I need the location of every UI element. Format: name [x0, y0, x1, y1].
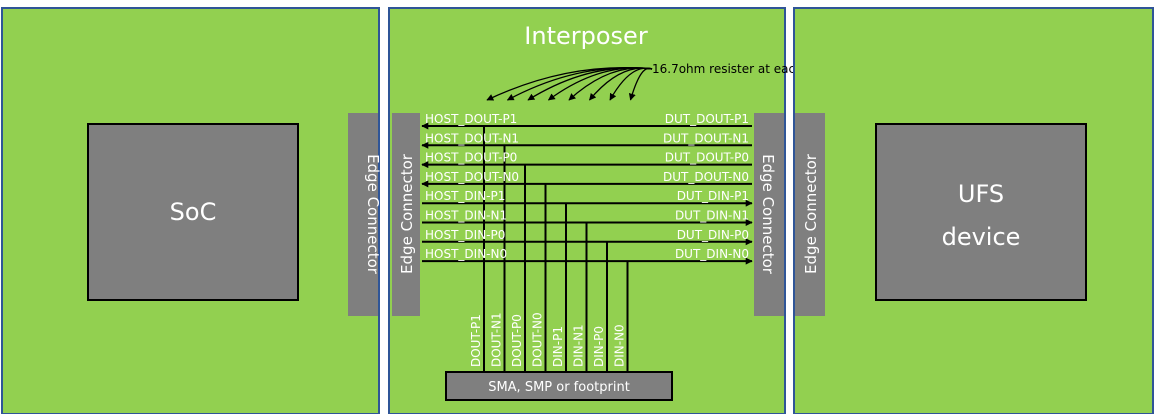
- ufs-label-line1: UFS: [958, 180, 1004, 208]
- ufs-label-line2: device: [942, 223, 1021, 251]
- sma-smp-footprint-block: [445, 371, 673, 401]
- signal-row: HOST_DOUT-P0 DUT_DOUT-P0: [421, 151, 752, 169]
- host-signal-label: HOST_DOUT-P0: [425, 151, 517, 165]
- left-edge-connector-label: Edge Connector: [364, 154, 382, 275]
- tap-label: DIN-N0: [613, 324, 627, 367]
- signal-row: HOST_DIN-N1 DUT_DIN-N1: [422, 209, 753, 226]
- interposer-title: Interposer: [524, 22, 648, 50]
- dut-signal-label: DUT_DIN-N0: [675, 247, 749, 261]
- tap-label: DIN-N1: [572, 324, 586, 367]
- host-signal-label: HOST_DOUT-N1: [425, 131, 519, 145]
- soc-label: SoC: [170, 198, 217, 226]
- right-edge-connector-label: Edge Connector: [802, 153, 820, 274]
- host-signal-label: HOST_DIN-N1: [425, 209, 507, 223]
- resistor-pointer-arrow: [628, 67, 653, 101]
- dut-signal-label: DUT_DOUT-N1: [663, 131, 749, 145]
- dut-signal-label: DUT_DIN-P0: [677, 228, 749, 242]
- ufs-device-chip: [875, 123, 1087, 301]
- sma-smp-footprint-label: SMA, SMP or footprint: [488, 380, 630, 395]
- dut-signal-label: DUT_DIN-N1: [675, 209, 749, 223]
- signal-row: HOST_DIN-P1 DUT_DIN-P1: [422, 189, 753, 207]
- interposer-left-edge-connector: [392, 113, 420, 316]
- dut-signal-label: DUT_DOUT-P0: [665, 151, 749, 165]
- dut-signal-label: DUT_DIN-P1: [677, 189, 749, 203]
- tap-labels: DOUT-P1 DOUT-N1 DOUT-P0 DOUT-N0 DIN-P1 DIN-N1…: [469, 312, 627, 367]
- tap-label: DOUT-P1: [469, 314, 483, 367]
- dut-signal-label: DUT_DOUT-N0: [663, 170, 749, 184]
- signal-row: HOST_DOUT-N0 DUT_DOUT-N0: [421, 170, 752, 188]
- right-edge-connector: [795, 113, 825, 316]
- host-signal-label: HOST_DIN-N0: [425, 247, 507, 261]
- signal-row: HOST_DOUT-N1 DUT_DOUT-N1: [421, 131, 752, 149]
- interposer-left-edge-connector-label: Edge Connector: [398, 153, 416, 274]
- host-signal-label: HOST_DOUT-N0: [425, 170, 519, 184]
- tap-label: DOUT-N0: [531, 312, 545, 367]
- tap-label: DIN-P1: [551, 326, 565, 367]
- signal-row: HOST_DOUT-P1 DUT_DOUT-P1: [421, 112, 752, 130]
- signal-row: HOST_DIN-N0 DUT_DIN-N0: [422, 247, 753, 265]
- tap-label: DOUT-P0: [510, 314, 524, 367]
- interposer-right-edge-connector: [754, 113, 784, 316]
- host-signal-label: HOST_DIN-P1: [425, 189, 505, 203]
- soc-chip: [87, 123, 299, 301]
- resistor-annotation: 16.7ohm resister at each wye: [652, 62, 831, 76]
- resistor-markers: [486, 67, 653, 101]
- interposer-right-edge-connector-label: Edge Connector: [759, 154, 777, 275]
- host-signal-label: HOST_DIN-P0: [425, 228, 505, 242]
- tap-label: DIN-P0: [592, 326, 606, 367]
- signal-row: HOST_DIN-P0 DUT_DIN-P0: [422, 228, 753, 246]
- dut-signal-label: DUT_DOUT-P1: [665, 112, 749, 126]
- tap-label: DOUT-N1: [490, 312, 504, 367]
- left-edge-connector: [348, 113, 378, 316]
- host-signal-label: HOST_DOUT-P1: [425, 112, 517, 126]
